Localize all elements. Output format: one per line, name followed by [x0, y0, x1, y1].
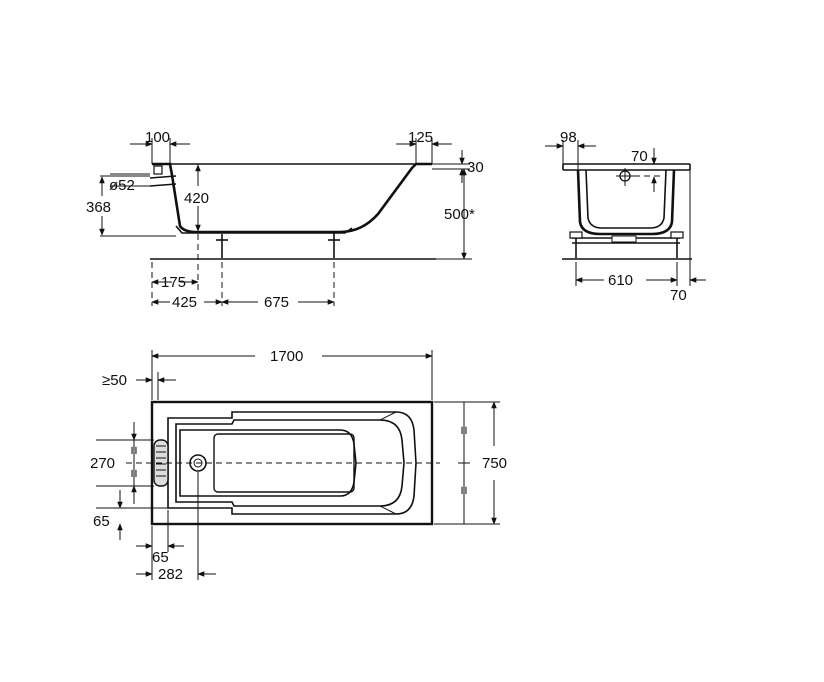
dim-drain-dia: ø52 [109, 177, 135, 194]
equal-mark-right-top: = [455, 426, 472, 435]
plan-basin-outer [167, 411, 417, 515]
dim-drain-from-end: 282 [158, 566, 183, 583]
dim-rim-right: 125 [408, 129, 433, 146]
side-tub-outline [152, 162, 432, 234]
dim-rim-left: 100 [145, 129, 170, 146]
dim-leg-to-drain: 175 [161, 274, 186, 291]
side-view: 100 125 30 500* ø52 368 420 [86, 129, 484, 311]
dim-width: 750 [482, 455, 507, 472]
equal-mark-left-bottom: = [125, 469, 142, 478]
dim-leg-from-end: 425 [172, 294, 197, 311]
dim-edge-bottom: 65 [93, 513, 110, 530]
dim-leg-offset: 70 [670, 287, 687, 304]
equal-mark-left-top: = [125, 446, 142, 455]
plan-view: 1700 ≥50 270 = = 750 = = 65 65 [90, 348, 507, 583]
side-drain-pipe [149, 175, 177, 179]
dim-overflow-spacing: 270 [90, 455, 115, 472]
dim-drop: 70 [631, 148, 648, 165]
dim-drain-height: 368 [86, 199, 111, 216]
equal-mark-right-bottom: = [455, 486, 472, 495]
end-view: 98 70 610 70 [545, 129, 706, 304]
dim-length: 1700 [270, 348, 303, 365]
dim-total-height: 500* [444, 206, 475, 223]
dim-leg-width: 610 [608, 272, 633, 289]
side-drain-fitting [153, 165, 163, 175]
dim-inner-depth: 420 [184, 190, 209, 207]
dim-drain-side: 65 [152, 549, 169, 566]
dim-rim-width: 98 [560, 129, 577, 146]
side-tub-inner [175, 225, 353, 234]
side-drain-pipe-2 [149, 183, 177, 187]
dim-top-offset: 30 [467, 159, 484, 176]
dim-min-clearance: ≥50 [102, 372, 127, 389]
end-tub-outline [576, 169, 676, 236]
dim-leg-spacing: 675 [264, 294, 289, 311]
